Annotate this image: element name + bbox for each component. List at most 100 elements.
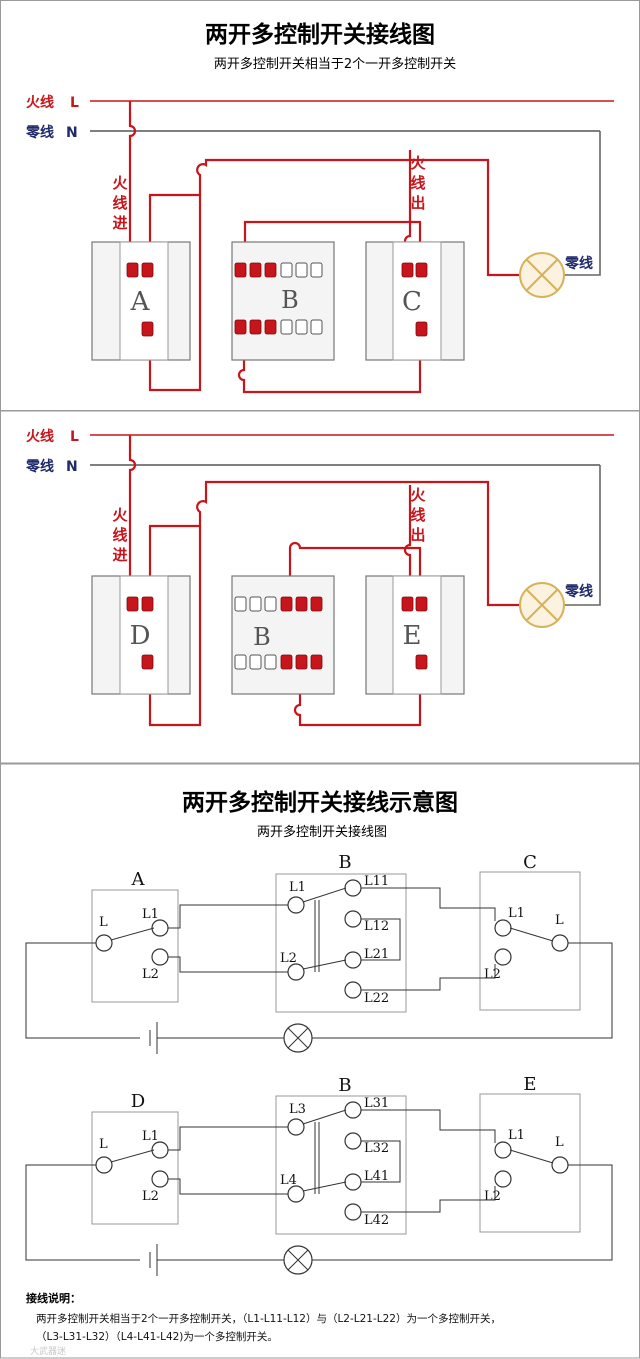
lamp-1: 零线 (519, 252, 593, 298)
switch-d-letter: D (130, 621, 151, 651)
terminal (280, 262, 293, 278)
node (151, 919, 169, 937)
terminal (415, 596, 428, 612)
neutral-to-lamp (565, 131, 601, 276)
terminal (401, 596, 414, 612)
in-char-1: 火 (112, 506, 128, 524)
wire (361, 964, 496, 991)
lbl: L42 (364, 1213, 389, 1228)
in-label-2: 火 线 进 (112, 506, 128, 564)
terminal (295, 596, 308, 612)
panel-3-title: 两开多控制开关接线示意图 (182, 789, 458, 816)
node (287, 896, 305, 914)
note-line-2: （L3-L31-L32）（L4-L41-L42)为一个多控制开关。 (36, 1330, 278, 1343)
contact-c (509, 927, 554, 942)
terminal (141, 262, 154, 278)
live-letter-2: L (70, 429, 79, 445)
wire (168, 1126, 288, 1151)
switch-c-rocker (392, 241, 442, 361)
label-box-b: B (338, 852, 351, 873)
lbl: L11 (364, 874, 389, 889)
wire-b-e-bottom (293, 664, 422, 727)
lamp-cross (287, 1027, 309, 1049)
node (287, 963, 305, 981)
neutral-label-2: 零线 (25, 458, 54, 475)
panel-3: 两开多控制开关接线示意图 两开多控制开关接线图 A B C L L1 L2 (0, 763, 640, 1359)
terminal (310, 596, 323, 612)
panel-1-title: 两开多控制开关接线图 (205, 21, 435, 48)
terminal (264, 319, 277, 335)
terminal (415, 654, 428, 670)
lbl: L12 (364, 919, 389, 934)
live-label-2: 火线 (26, 428, 54, 445)
switch-b-letter: B (281, 286, 299, 314)
wire (168, 956, 288, 973)
switch-b-2: B (231, 575, 335, 695)
switch-a-letter: A (130, 287, 151, 317)
wire-return (312, 942, 613, 1039)
terminal (234, 654, 247, 670)
wire (361, 918, 401, 961)
live-feed-wire (128, 101, 137, 265)
node (344, 1173, 362, 1191)
terminal (141, 321, 154, 337)
lbl: L22 (364, 991, 389, 1006)
contacts-b (302, 887, 347, 972)
switch-b2-body (231, 575, 335, 695)
contact-e (509, 1149, 554, 1164)
node (494, 919, 512, 937)
lbl: L2 (142, 1189, 159, 1204)
terminal (249, 262, 262, 278)
lbl: L1 (142, 907, 159, 922)
out-char-2: 线 (410, 174, 425, 192)
in-char-2: 线 (112, 194, 127, 212)
lbl: L (99, 915, 108, 930)
terminal (310, 654, 323, 670)
lbl: L1 (508, 1128, 525, 1143)
lamp-neutral-label-2: 零线 (564, 583, 593, 600)
node (287, 1118, 305, 1136)
node (494, 1170, 512, 1188)
lbl: L2 (484, 967, 501, 982)
neutral-label: 零线 (25, 124, 54, 141)
node (287, 1185, 305, 1203)
terminal (401, 262, 414, 278)
switch-a-rocker (119, 241, 169, 361)
switch-c: C (365, 241, 465, 361)
terminal (264, 654, 277, 670)
lbl: L2 (484, 1189, 501, 1204)
switch-e-letter: E (403, 621, 422, 651)
neutral-to-lamp-2 (565, 465, 601, 606)
terminal (295, 654, 308, 670)
lamp-cross (287, 1249, 309, 1271)
terminal (415, 321, 428, 337)
switch-b2-letter: B (253, 623, 271, 651)
lbl: L (99, 1137, 108, 1152)
wire (168, 904, 288, 929)
node (344, 1132, 362, 1150)
contact-d (110, 1149, 155, 1163)
out-char-1: 火 (410, 154, 426, 172)
contact-a (110, 927, 155, 941)
switch-b-body (231, 241, 335, 361)
node (344, 951, 362, 969)
lbl: L2 (280, 951, 297, 966)
lbl: L (555, 913, 564, 928)
note-line-1: 两开多控制开关相当于2个一开多控制开关，（L1-L11-L12）与（L2-L21… (36, 1312, 501, 1325)
in-label: 火 线 进 (112, 174, 128, 232)
lbl: L3 (289, 1102, 306, 1117)
live-letter: L (70, 95, 79, 111)
switch-e: E (365, 575, 465, 695)
live-label: 火线 (26, 94, 54, 111)
wire (361, 1186, 496, 1213)
terminal (295, 262, 308, 278)
box-e (479, 1093, 581, 1233)
terminal (234, 262, 247, 278)
terminal (249, 319, 262, 335)
terminal (264, 262, 277, 278)
wire-lamp-feed (196, 158, 520, 277)
terminal (141, 596, 154, 612)
node (494, 948, 512, 966)
node (151, 1141, 169, 1159)
